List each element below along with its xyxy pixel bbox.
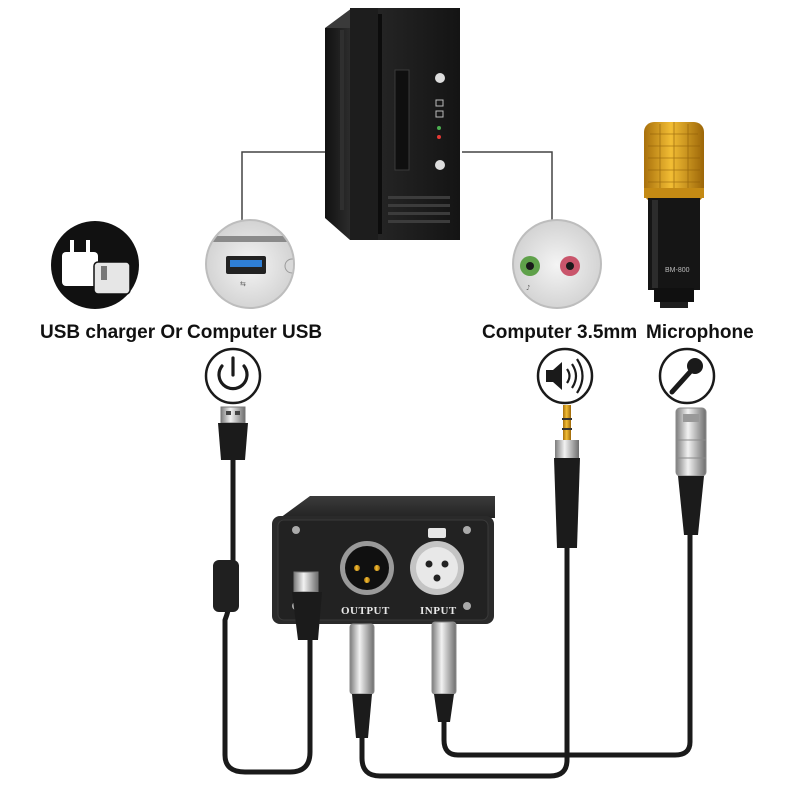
usb-charger-label: USB charger Or	[40, 322, 183, 343]
pc-tower	[325, 8, 460, 240]
xlr-output-cable-connector	[349, 623, 375, 738]
computer-usb-label: Computer USB	[187, 322, 323, 343]
usb-plug-box	[292, 571, 322, 640]
computer-audio-label: Computer 3.5mm	[482, 322, 638, 343]
condenser-microphone: BM-800	[644, 122, 704, 308]
svg-text:⇆: ⇆	[240, 280, 246, 288]
ferrite-bead	[213, 560, 239, 612]
computer-usb-port-closeup: ⇆	[205, 219, 295, 309]
microphone-icon	[658, 347, 716, 405]
output-label: OUTPUT	[341, 605, 390, 617]
xlr-female-mic-connector	[675, 407, 707, 535]
phantom-power-supply: OUTPUT INPUT	[272, 496, 495, 624]
usb-a-plug	[218, 406, 248, 460]
audio-jack-plug	[554, 405, 580, 548]
power-icon	[204, 347, 262, 405]
tower-connector-lines	[241, 151, 553, 222]
computer-audio-jack-closeup: ♪	[512, 219, 602, 309]
usb-charger-icon	[51, 221, 139, 309]
input-label: INPUT	[420, 605, 457, 617]
speaker-icon	[536, 347, 594, 405]
svg-text:♪: ♪	[526, 284, 530, 292]
xlr-input-cable-connector	[431, 621, 457, 722]
microphone-label: Microphone	[646, 322, 754, 343]
mic-model-label: BM-800	[665, 267, 690, 274]
